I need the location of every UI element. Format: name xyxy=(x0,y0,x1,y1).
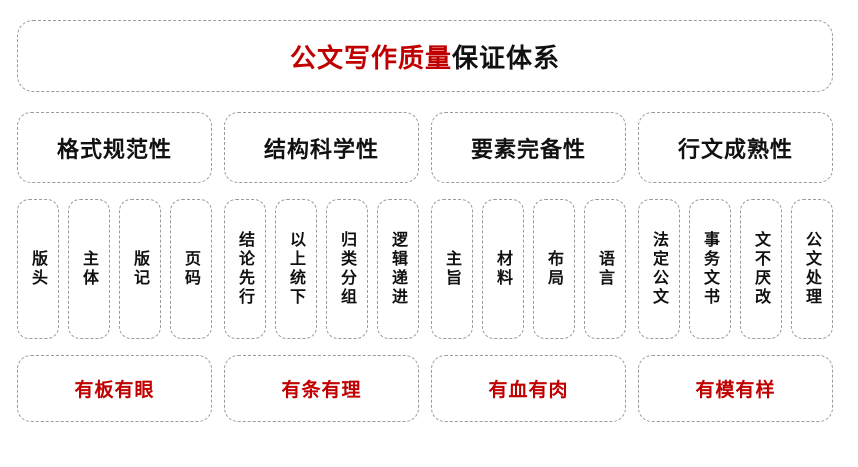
item-box: 逻辑递进 xyxy=(377,199,419,339)
item-box: 公文处理 xyxy=(791,199,833,339)
pillar-label: 格式规范性 xyxy=(56,137,172,163)
item-label: 文不厌改 xyxy=(752,231,771,307)
item-box: 版记 xyxy=(119,199,161,339)
motto-label: 有板有眼 xyxy=(74,379,155,401)
item-box: 事务文书 xyxy=(689,199,731,339)
item-box: 布局 xyxy=(533,199,575,339)
title-box: 公文写作质量保证体系 xyxy=(17,20,833,92)
item-label: 材料 xyxy=(494,250,513,288)
item-label: 归类分组 xyxy=(338,231,357,307)
item-label: 页码 xyxy=(182,250,201,288)
title-rest: 保证体系 xyxy=(452,43,561,74)
motto-label: 有模有样 xyxy=(695,379,776,401)
diagram-title: 公文写作质量保证体系 xyxy=(290,38,560,75)
item-label: 事务文书 xyxy=(701,231,720,307)
motto-format: 有板有眼 xyxy=(17,355,212,422)
item-label: 法定公文 xyxy=(650,231,669,307)
item-box: 主旨 xyxy=(431,199,473,339)
motto-structure: 有条有理 xyxy=(224,355,419,422)
item-box: 法定公文 xyxy=(638,199,680,339)
title-highlight: 公文写作质量 xyxy=(289,43,452,74)
item-label: 逻辑递进 xyxy=(389,231,408,307)
item-label: 布局 xyxy=(545,250,564,288)
motto-maturity: 有模有样 xyxy=(638,355,833,422)
item-box: 页码 xyxy=(170,199,212,339)
item-box: 语言 xyxy=(584,199,626,339)
item-box: 材料 xyxy=(482,199,524,339)
pillar-maturity: 行文成熟性 xyxy=(638,112,833,183)
item-box: 以上统下 xyxy=(275,199,317,339)
item-box: 归类分组 xyxy=(326,199,368,339)
pillar-elements: 要素完备性 xyxy=(431,112,626,183)
item-label: 版记 xyxy=(131,250,150,288)
motto-label: 有条有理 xyxy=(281,379,362,401)
pillar-label: 要素完备性 xyxy=(470,137,586,163)
item-box: 结论先行 xyxy=(224,199,266,339)
item-label: 版头 xyxy=(29,250,48,288)
motto-label: 有血有肉 xyxy=(488,379,569,401)
pillar-label: 结构科学性 xyxy=(263,137,379,163)
item-label: 公文处理 xyxy=(803,231,822,307)
item-label: 结论先行 xyxy=(236,231,255,307)
pillar-label: 行文成熟性 xyxy=(677,137,793,163)
pillar-structure: 结构科学性 xyxy=(224,112,419,183)
item-label: 语言 xyxy=(596,250,615,288)
item-box: 文不厌改 xyxy=(740,199,782,339)
item-label: 以上统下 xyxy=(287,231,306,307)
motto-elements: 有血有肉 xyxy=(431,355,626,422)
item-box: 主体 xyxy=(68,199,110,339)
item-label: 主体 xyxy=(80,250,99,288)
item-label: 主旨 xyxy=(443,250,462,288)
pillar-format: 格式规范性 xyxy=(17,112,212,183)
item-box: 版头 xyxy=(17,199,59,339)
